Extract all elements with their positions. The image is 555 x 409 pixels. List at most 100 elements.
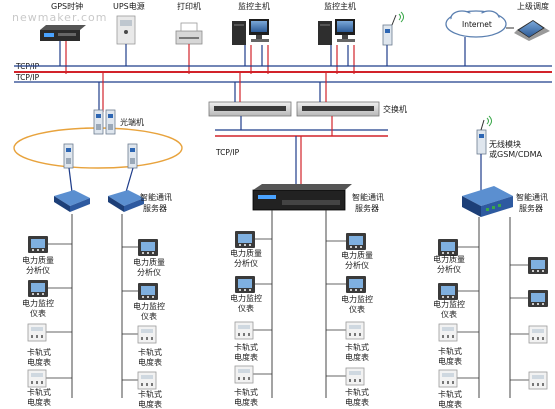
din-rail-meter-icon (345, 367, 365, 386)
comm-server-label-a1: 智能通讯 (140, 192, 172, 202)
pq-label-2: 分析仪 (137, 267, 161, 277)
din-rail-meter-icon (234, 321, 254, 340)
pm-label-2: 仪表 (238, 303, 254, 313)
switch-label: 交换机 (383, 104, 407, 114)
printer-icon (175, 22, 203, 45)
field-column-2: 电力质量 分析仪 电力监控 仪表 卡轨式 电度表 卡轨式 电度表 (122, 239, 165, 409)
rail-label-2: 电度表 (138, 357, 162, 367)
din-rail-meter-icon (234, 365, 254, 384)
field-column-5: 电力质量 分析仪 电力监控 仪表 卡轨式 电度表 卡轨式 电度表 (433, 239, 479, 409)
comm-server-icon-1 (54, 190, 90, 212)
rail-label-3: 卡轨式 (438, 389, 462, 399)
printer-label: 打印机 (177, 1, 201, 11)
comm-server-label-a2: 服务器 (143, 203, 167, 213)
pm-label-2: 仪表 (441, 309, 457, 319)
comm-server-label-c2: 服务器 (519, 203, 543, 213)
rail-label-1: 卡轨式 (234, 342, 258, 352)
ups-label: UPS电源 (113, 1, 145, 11)
din-rail-meter-icon (137, 371, 157, 390)
pm-label-1: 电力监控 (341, 294, 373, 304)
ups-icon (116, 15, 136, 45)
power-monitor-meter-icon (528, 290, 548, 307)
pq-label-1: 电力质量 (341, 250, 373, 260)
fiber-converter-icon-3 (63, 143, 74, 169)
pm-label-2: 仪表 (141, 311, 157, 321)
tcpip-label-2: TCP/IP (15, 73, 40, 82)
comm-server-icon-2 (108, 190, 144, 212)
rail-label-3: 卡轨式 (27, 387, 51, 397)
din-rail-meter-icon (345, 321, 365, 340)
laptop-icon (514, 20, 550, 41)
rail-label-2: 电度表 (438, 356, 462, 366)
comm-server-label-b1: 智能通讯 (352, 192, 384, 202)
pm-label-1: 电力监控 (230, 293, 262, 303)
pq-label-2: 分析仪 (26, 265, 50, 275)
internet-label: Internet (462, 20, 492, 29)
power-monitor-meter-icon (346, 276, 366, 293)
field-column-1: 电力质量 分析仪 电力监控 仪表 卡轨式 电度表 卡轨式 电度表 (22, 236, 72, 407)
monitoring-host-1-icon (232, 19, 269, 45)
power-monitor-meter-icon (235, 276, 255, 293)
rail-label-2: 电度表 (27, 357, 51, 367)
power-quality-analyzer-icon (28, 236, 48, 253)
power-monitor-meter-icon (138, 283, 158, 300)
rail-label-4: 电度表 (138, 399, 162, 409)
power-quality-analyzer-icon (235, 231, 255, 248)
comm-server-icon-3 (252, 184, 352, 211)
fiber-converter-icon-2 (105, 109, 116, 135)
power-monitor-meter-icon (438, 283, 458, 300)
din-rail-meter-icon (438, 369, 458, 388)
field-column-3: 电力质量 分析仪 电力监控 仪表 卡轨式 电度表 卡轨式 电度表 (230, 231, 272, 407)
host2-label: 监控主机 (324, 1, 356, 11)
watermark-text: newmaker.com (12, 11, 107, 24)
rail-label-1: 卡轨式 (138, 347, 162, 357)
wireless-router-icon (382, 11, 404, 46)
field-column-4: 电力质量 分析仪 电力监控 仪表 卡轨式 电度表 卡轨式 电度表 (326, 233, 373, 407)
rail-label-3: 卡轨式 (138, 389, 162, 399)
rail-label-1: 卡轨式 (438, 346, 462, 356)
rail-label-2: 电度表 (345, 352, 369, 362)
pq-label-1: 电力质量 (22, 255, 54, 265)
pq-label-1: 电力质量 (133, 257, 165, 267)
ethernet-switch-icon-1 (208, 101, 292, 117)
tcpip-label-3: TCP/IP (215, 148, 240, 157)
ethernet-switch-icon-2 (296, 101, 380, 117)
field-column-6 (510, 257, 548, 390)
power-monitor-meter-icon (28, 280, 48, 297)
pm-label-1: 电力监控 (22, 298, 54, 308)
monitoring-host-2-icon (318, 19, 355, 45)
power-quality-analyzer-icon (528, 257, 548, 274)
rail-label-2: 电度表 (234, 352, 258, 362)
pm-label-2: 仪表 (30, 308, 46, 318)
din-rail-meter-icon (27, 369, 47, 388)
host1-label: 监控主机 (238, 1, 270, 11)
wireless-module-label-2: 或GSM/CDMA (489, 149, 543, 159)
rail-label-3: 卡轨式 (234, 387, 258, 397)
fiber-converter-icon-4 (127, 143, 138, 169)
gps-clock-icon (40, 25, 86, 41)
wireless-module-label-1: 无线模块 (489, 139, 521, 149)
rail-label-4: 电度表 (234, 397, 258, 407)
power-quality-analyzer-icon (438, 239, 458, 256)
pq-label-1: 电力质量 (230, 248, 262, 258)
pq-label-2: 分析仪 (234, 258, 258, 268)
din-rail-meter-icon (438, 323, 458, 342)
power-quality-analyzer-icon (346, 233, 366, 250)
comm-server-icon-4 (462, 186, 513, 217)
rail-label-4: 电度表 (345, 397, 369, 407)
pm-label-1: 电力监控 (133, 301, 165, 311)
comm-server-label-b2: 服务器 (355, 203, 379, 213)
pm-label-1: 电力监控 (433, 299, 465, 309)
rail-label-3: 卡轨式 (345, 387, 369, 397)
power-quality-analyzer-icon (138, 239, 158, 256)
din-rail-meter-icon (528, 325, 548, 344)
din-rail-meter-icon (528, 371, 548, 390)
pq-label-2: 分析仪 (345, 260, 369, 270)
internet-cloud-icon: Internet (445, 10, 507, 38)
din-rail-meter-icon (27, 323, 47, 342)
rail-label-1: 卡轨式 (27, 347, 51, 357)
din-rail-meter-icon (137, 325, 157, 344)
pq-label-1: 电力质量 (433, 254, 465, 264)
rail-label-1: 卡轨式 (345, 342, 369, 352)
